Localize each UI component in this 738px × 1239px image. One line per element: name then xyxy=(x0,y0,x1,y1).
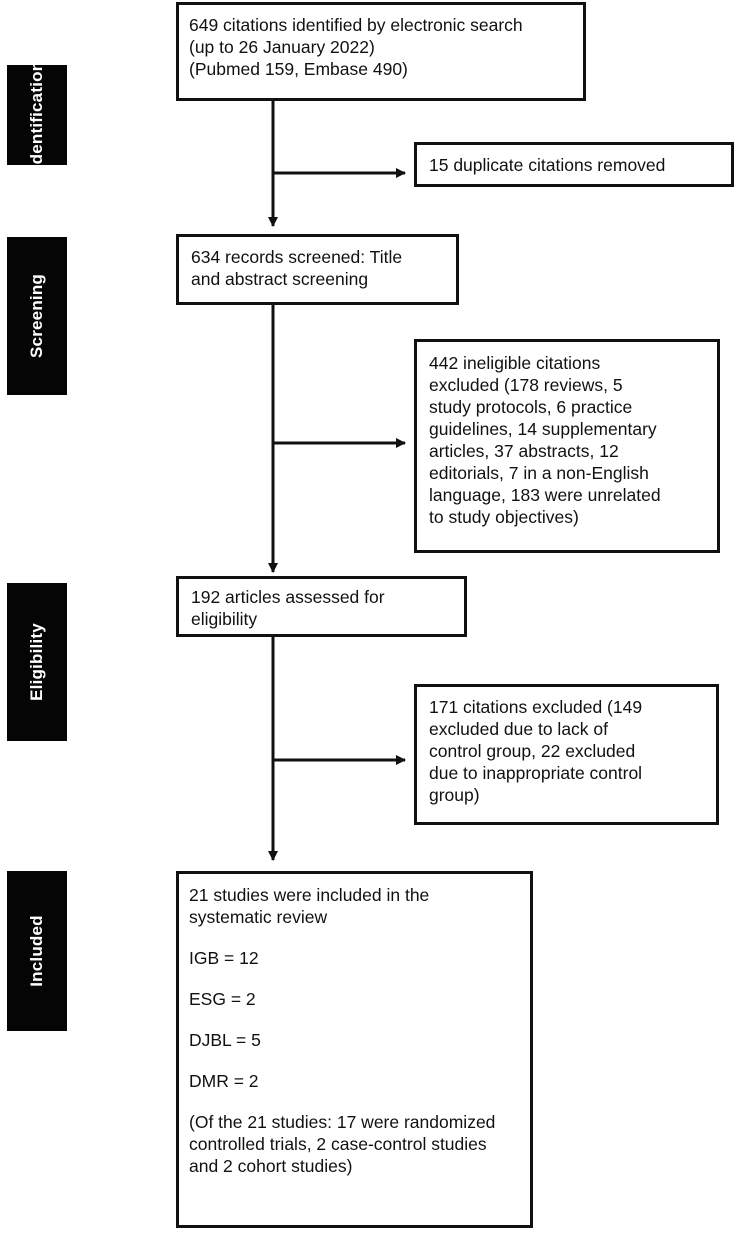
stage-eligibility: Eligibility xyxy=(7,583,67,741)
included-intro-line-1: 21 studies were included in the xyxy=(189,885,430,905)
included-item-esg: ESG = 2 xyxy=(189,989,256,1009)
box-ineligible-line-1: 442 ineligible citations xyxy=(429,353,601,373)
box-identified-line-1: 649 citations identified by electronic s… xyxy=(189,15,523,35)
box-assessed-line-1: 192 articles assessed for xyxy=(191,587,385,607)
included-item-dmr: DMR = 2 xyxy=(189,1071,259,1091)
box-excluded-line-3: control group, 22 excluded xyxy=(429,741,636,761)
box-ineligible-line-5: articles, 37 abstracts, 12 xyxy=(429,441,619,461)
box-included: 21 studies were included in the systemat… xyxy=(176,871,533,1228)
box-excluded-line-2: excluded due to lack of xyxy=(429,719,609,739)
box-ineligible-line-3: study protocols, 6 practice xyxy=(429,397,633,417)
box-excluded: 171 citations excluded (149 excluded due… xyxy=(414,684,719,825)
box-screened: 634 records screened: Title and abstract… xyxy=(176,234,459,305)
stage-identification: Identification xyxy=(7,61,67,169)
box-ineligible-line-7: language, 183 were unrelated xyxy=(429,485,661,505)
included-intro-line-2: systematic review xyxy=(189,907,328,927)
included-item-djbl: DJBL = 5 xyxy=(189,1030,261,1050)
box-ineligible-line-6: editorials, 7 in a non-English xyxy=(429,463,649,483)
box-excluded-line-4: due to inappropriate control xyxy=(429,763,643,783)
stage-screening: Screening xyxy=(7,237,67,395)
box-ineligible-line-8: to study objectives) xyxy=(429,507,579,527)
box-screened-line-2: and abstract screening xyxy=(191,269,369,289)
box-identified-line-3: (Pubmed 159, Embase 490) xyxy=(189,59,408,79)
box-assessed-line-2: eligibility xyxy=(191,609,258,629)
included-note-line-3: and 2 cohort studies) xyxy=(189,1156,353,1176)
box-duplicates: 15 duplicate citations removed xyxy=(414,142,734,187)
stage-included: Included xyxy=(7,871,67,1031)
box-ineligible-line-4: guidelines, 14 supplementary xyxy=(429,419,657,439)
box-duplicates-line-1: 15 duplicate citations removed xyxy=(429,155,666,175)
included-note-line-1: (Of the 21 studies: 17 were randomized xyxy=(189,1112,496,1132)
included-item-igb: IGB = 12 xyxy=(189,948,259,968)
box-identified: 649 citations identified by electronic s… xyxy=(176,2,586,101)
box-screened-line-1: 634 records screened: Title xyxy=(191,247,403,267)
box-ineligible: 442 ineligible citations excluded (178 r… xyxy=(414,339,720,553)
box-identified-line-2: (up to 26 January 2022) xyxy=(189,37,375,57)
box-excluded-line-1: 171 citations excluded (149 xyxy=(429,697,643,717)
box-ineligible-line-2: excluded (178 reviews, 5 xyxy=(429,375,623,395)
box-assessed: 192 articles assessed for eligibility xyxy=(176,576,467,637)
included-note-line-2: controlled trials, 2 case-control studie… xyxy=(189,1134,487,1154)
box-excluded-line-5: group) xyxy=(429,785,480,805)
